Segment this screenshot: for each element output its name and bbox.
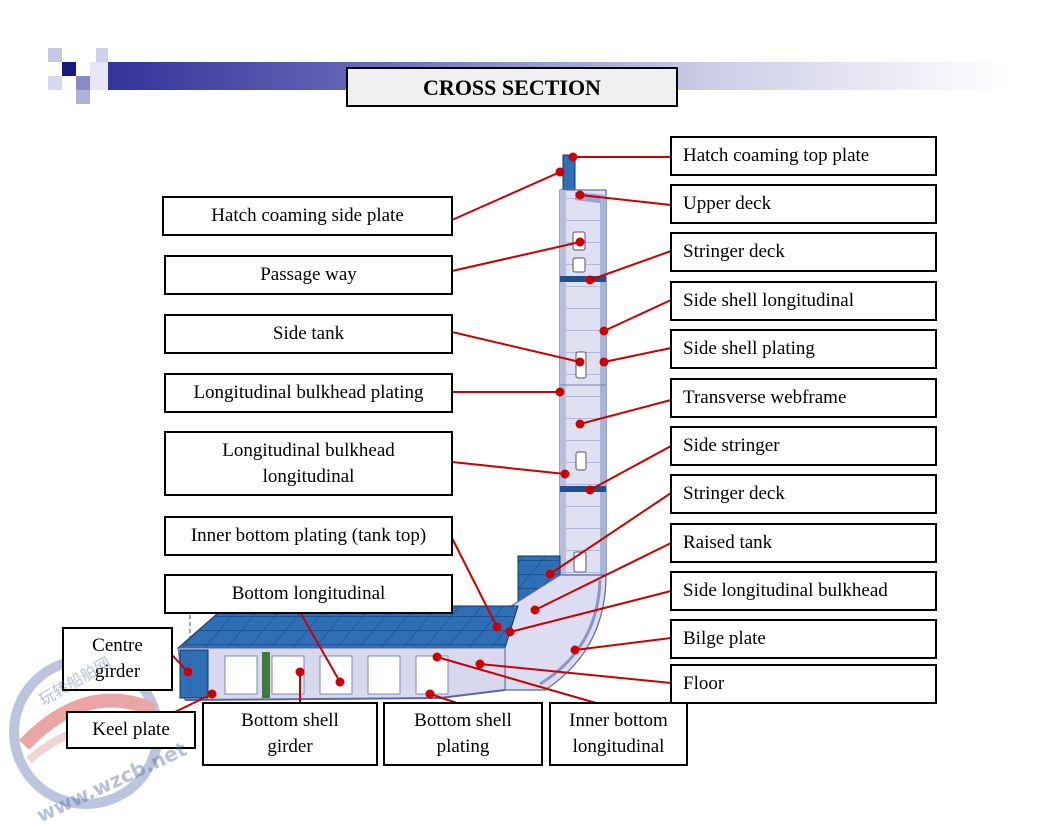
- label-side-longitudinal-bulkhead: Side longitudinal bulkhead: [670, 571, 937, 611]
- label-text: Side shell plating: [683, 338, 815, 359]
- page-title: CROSS SECTION: [346, 67, 678, 107]
- label-hatch-coaming-side-plate: Hatch coaming side plate: [162, 196, 453, 236]
- label-text-line1: Centre: [92, 635, 143, 656]
- label-text-line1: Inner bottom: [569, 710, 668, 731]
- label-text-line1: Bottom shell: [241, 710, 339, 731]
- label-bilge-plate: Bilge plate: [670, 619, 937, 659]
- label-bottom-longitudinal: Bottom longitudinal: [164, 574, 453, 614]
- label-bottom-shell-plating: Bottom shell plating: [383, 702, 543, 766]
- banner-decor-square: [76, 76, 90, 90]
- leader-lines: [171, 152, 672, 713]
- label-text: Bottom longitudinal: [231, 583, 386, 604]
- label-stringer-deck-upper: Stringer deck: [670, 232, 937, 272]
- label-text: Floor: [683, 673, 725, 694]
- label-text-line2: longitudinal: [572, 736, 665, 757]
- label-longitudinal-bulkhead-plating: Longitudinal bulkhead plating: [164, 373, 453, 413]
- label-inner-bottom-longitudinal: Inner bottom longitudinal: [549, 702, 688, 766]
- label-text-line1: Bottom shell: [414, 710, 512, 731]
- label-text: Passage way: [260, 264, 357, 285]
- banner-decor-square: [48, 48, 62, 62]
- label-text: Keel plate: [92, 719, 170, 740]
- label-centre-girder: Centre girder: [62, 627, 173, 691]
- label-side-stringer: Side stringer: [670, 426, 937, 466]
- label-text-line2: girder: [267, 736, 313, 757]
- label-text: Side longitudinal bulkhead: [683, 580, 888, 601]
- label-floor: Floor: [670, 664, 937, 704]
- label-transverse-webframe: Transverse webframe: [670, 378, 937, 418]
- banner-decor-square: [48, 76, 62, 90]
- label-hatch-coaming-top-plate: Hatch coaming top plate: [670, 136, 937, 176]
- banner-decor-square: [96, 48, 108, 62]
- label-text: Inner bottom plating (tank top): [190, 525, 427, 546]
- label-bottom-shell-girder: Bottom shell girder: [202, 702, 378, 766]
- label-keel-plate: Keel plate: [66, 711, 196, 749]
- label-text: Stringer deck: [683, 483, 785, 504]
- banner-decor-square: [62, 62, 76, 76]
- label-raised-tank: Raised tank: [670, 523, 937, 563]
- label-text: Bilge plate: [683, 628, 766, 649]
- label-longitudinal-bulkhead-longitudinal: Longitudinal bulkhead longitudinal: [164, 431, 453, 496]
- banner-decor-square: [76, 90, 90, 104]
- double-bottom: [176, 605, 519, 701]
- label-upper-deck: Upper deck: [670, 184, 937, 224]
- label-text: Side shell longitudinal: [683, 290, 854, 311]
- label-text: Hatch coaming side plate: [211, 205, 404, 226]
- label-text: Upper deck: [683, 193, 772, 214]
- label-text: Side stringer: [683, 435, 780, 456]
- label-text: Stringer deck: [683, 241, 785, 262]
- label-text: Longitudinal bulkhead plating: [193, 382, 424, 403]
- label-stringer-deck-lower: Stringer deck: [670, 474, 937, 514]
- label-inner-bottom-plating: Inner bottom plating (tank top): [164, 516, 453, 556]
- label-text-line2: girder: [94, 661, 141, 682]
- label-text: Transverse webframe: [683, 387, 847, 408]
- label-text-line2: plating: [436, 736, 490, 757]
- banner-decor-square: [90, 62, 108, 90]
- raised-tank-bilge: [504, 555, 607, 691]
- label-text: Hatch coaming top plate: [683, 145, 870, 166]
- label-passage-way: Passage way: [164, 255, 453, 295]
- label-text: Side tank: [272, 323, 345, 344]
- label-text-line1: Longitudinal bulkhead: [222, 439, 395, 461]
- label-text-line2: longitudinal: [262, 465, 355, 487]
- label-side-tank: Side tank: [164, 314, 453, 354]
- side-wall: [559, 154, 607, 580]
- label-side-shell-longitudinal: Side shell longitudinal: [670, 281, 937, 321]
- label-text: Raised tank: [683, 532, 773, 553]
- label-side-shell-plating: Side shell plating: [670, 329, 937, 369]
